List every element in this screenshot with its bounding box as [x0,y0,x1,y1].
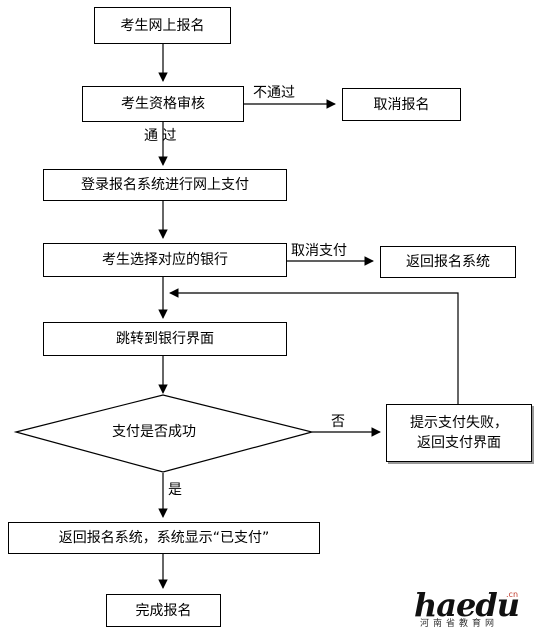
label-yes: 是 [168,482,182,498]
node-qualification-review: 考生资格审核 [82,86,244,122]
watermark-suffix: .cn [506,590,519,599]
decision-diamond [13,394,315,473]
payment-failed-line1: 提示支付失败， [410,415,508,431]
label-pass: 通 过 [144,128,177,144]
node-login-payment: 登录报名系统进行网上支付 [43,169,287,201]
label-cancel-payment: 取消支付 [291,243,347,259]
haedu-watermark-logo: haedu .cn 河南省教育网 [404,586,532,632]
node-choose-bank: 考生选择对应的银行 [43,243,287,277]
label-not-pass: 不通过 [253,85,295,101]
arrow-retry-loop [169,288,459,404]
node-jump-to-bank: 跳转到银行界面 [43,322,287,356]
node-online-registration: 考生网上报名 [94,7,231,44]
decision-label: 支付是否成功 [112,424,196,440]
node-return-system: 返回报名系统 [380,246,516,278]
label-no: 否 [331,414,345,430]
node-payment-failed: 提示支付失败， 返回支付界面 [386,404,532,462]
payment-failed-line2: 返回支付界面 [417,435,501,451]
watermark-brand: haedu [414,586,520,624]
node-cancel-registration: 取消报名 [342,88,461,121]
node-complete-registration: 完成报名 [106,594,221,627]
watermark-subtitle: 河南省教育网 [420,619,499,629]
node-return-paid: 返回报名系统，系统显示“已支付” [8,522,320,554]
